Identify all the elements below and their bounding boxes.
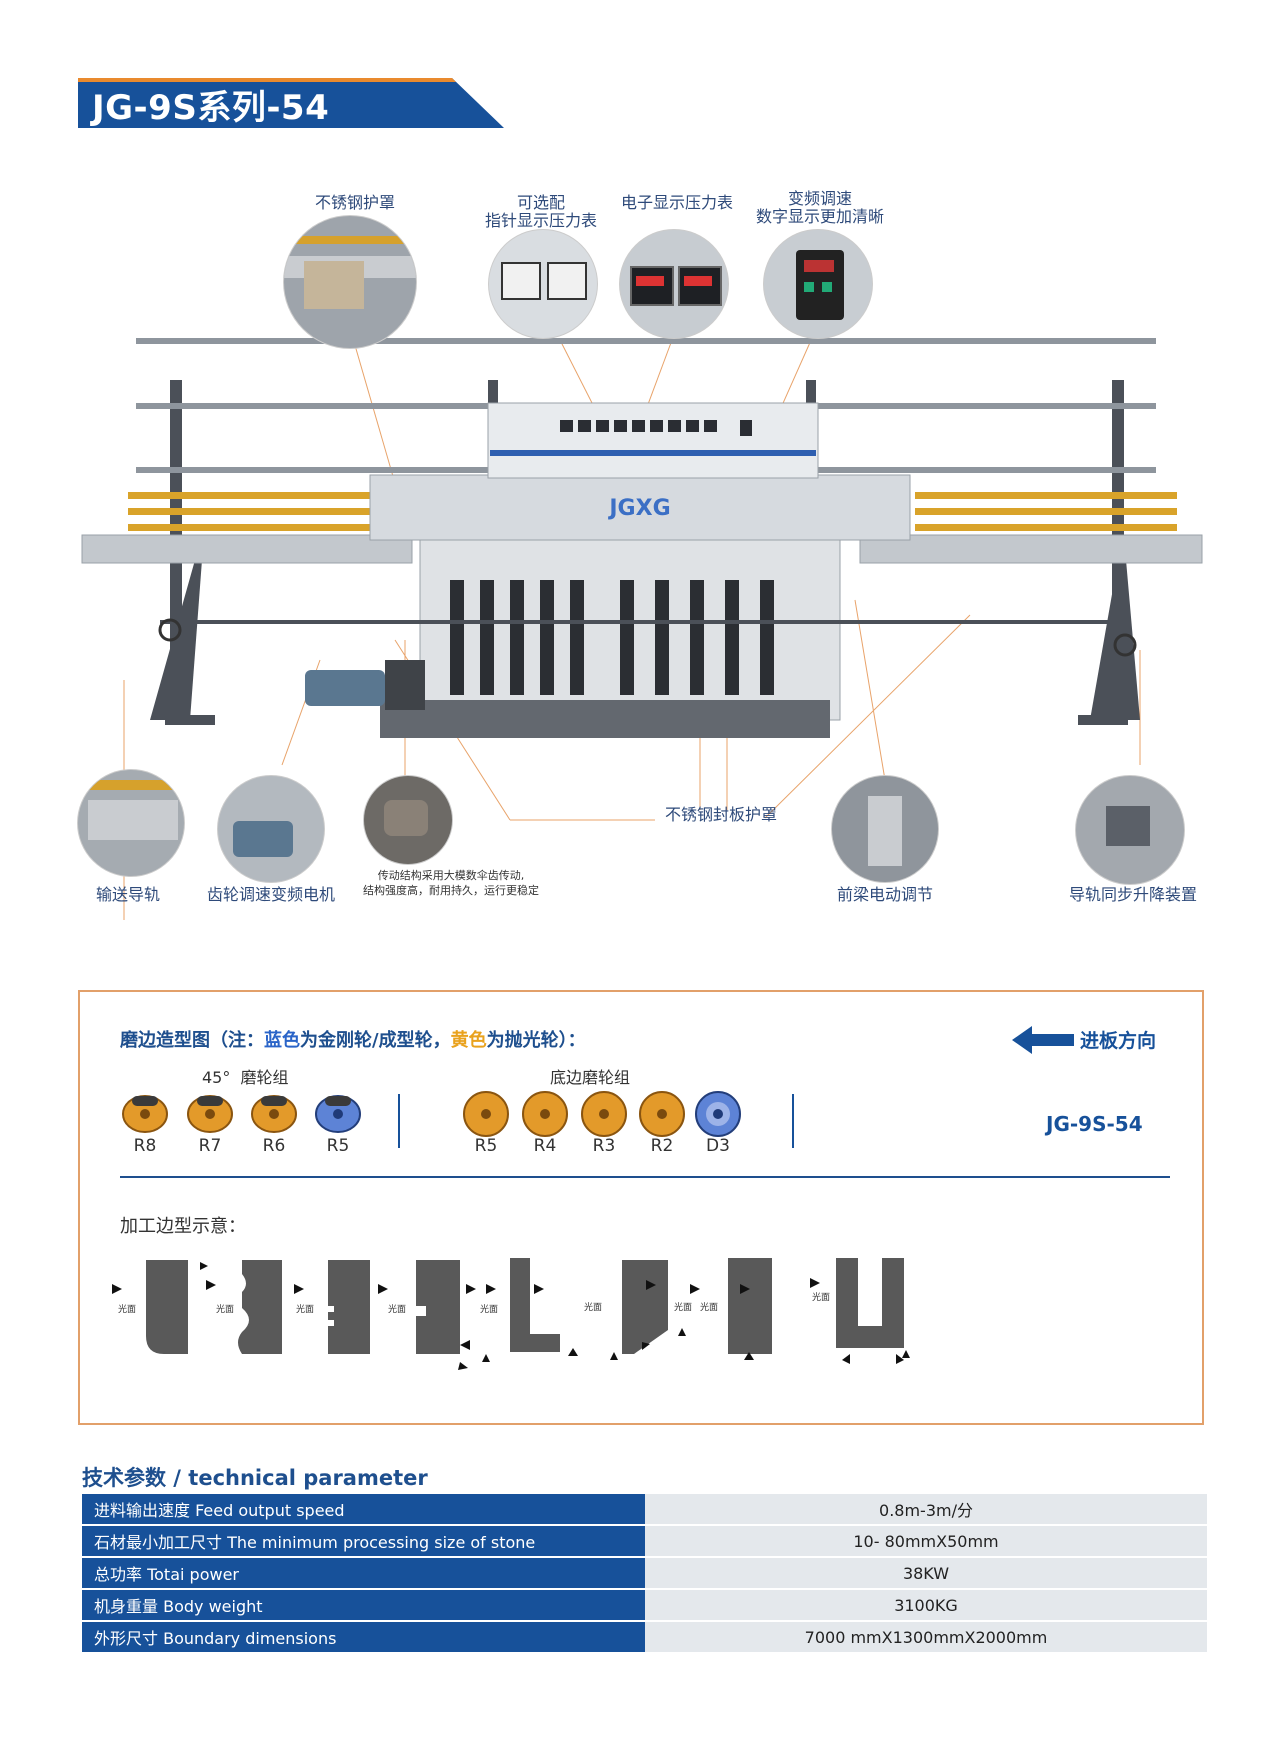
- spec-value: 3100KG: [645, 1589, 1207, 1622]
- edge-profiles: [112, 1258, 910, 1370]
- edge-label: 光面: [118, 1305, 137, 1315]
- wheel-label: R3: [592, 1136, 616, 1156]
- photo-gear-motor: [218, 776, 324, 882]
- spec-value: 0.8m-3m/分: [645, 1494, 1207, 1526]
- wheel-r4: [522, 1091, 568, 1137]
- callout-vfd-display: 变频调速 数字显示更加清晰: [755, 189, 884, 226]
- title-banner: [78, 78, 504, 128]
- photo-bevel-gear: [364, 776, 452, 864]
- edge-label: 光面: [700, 1303, 719, 1313]
- spec-title: 技术参数 / technical parameter: [82, 1466, 428, 1490]
- profile-heading: 磨边造型图（注：蓝色为金刚轮/成型轮，黄色为抛光轮）：: [120, 1030, 586, 1051]
- wheel-r2: [639, 1091, 685, 1137]
- wheel-label: D3: [706, 1136, 730, 1156]
- photo-digital-gauge: [620, 230, 728, 338]
- wheel-r5-45: [315, 1095, 361, 1133]
- group-bottom-wheels: [463, 1091, 741, 1137]
- wheel-d3: [695, 1091, 741, 1137]
- callout-pointer-gauge: 可选配 指针显示压力表: [484, 193, 597, 230]
- spec-value: 7000 mmX1300mmX2000mm: [645, 1621, 1207, 1654]
- wheel-label: R2: [650, 1136, 674, 1156]
- spec-key: 进料输出速度 Feed output speed: [82, 1494, 645, 1526]
- spec-key: 石材最小加工尺寸 The minimum processing size of …: [82, 1525, 645, 1558]
- spec-key: 机身重量 Body weight: [82, 1589, 645, 1622]
- profile-u-channel: [836, 1258, 904, 1348]
- callout-bevel-gear: 传动结构采用大模数伞齿传动, 结构强度高，耐用持久，运行更稳定: [363, 869, 539, 897]
- divider: [398, 1094, 400, 1148]
- photo-beam-adjust: [832, 776, 938, 882]
- spec-value: 38KW: [645, 1557, 1207, 1590]
- spec-value: 10- 80mmX50mm: [645, 1525, 1207, 1558]
- section-divider: [120, 1176, 1170, 1178]
- callout-gear-motor: 齿轮调速变频电机: [206, 885, 335, 904]
- wheel-label: R8: [133, 1136, 157, 1156]
- wheel-label: R5: [474, 1136, 498, 1156]
- profile-bevel: [622, 1260, 668, 1354]
- callout-digital-gauge: 电子显示压力表: [620, 193, 733, 212]
- photo-conveyor-rail: [78, 770, 184, 876]
- wheel-r6: [251, 1095, 297, 1133]
- group45-wheels: [122, 1095, 361, 1133]
- machine-illustration: JGXG: [81, 319, 1203, 920]
- wheel-label: R4: [533, 1136, 557, 1156]
- model-label: JG-9S-54: [1046, 1112, 1143, 1136]
- wheel-r5: [463, 1091, 509, 1137]
- profile-ogee: [238, 1260, 282, 1354]
- feed-direction-label: 进板方向: [1080, 1030, 1157, 1052]
- edge-label: 光面: [812, 1293, 831, 1303]
- wheel-label: R6: [262, 1136, 286, 1156]
- divider: [792, 1094, 794, 1148]
- profile-section: [78, 990, 1204, 1425]
- photo-pointer-gauge: [489, 230, 597, 338]
- callout-beam-adjust: 前梁电动调节: [836, 885, 933, 904]
- edge-profiles-title: 加工边型示意：: [120, 1216, 246, 1237]
- callout-stainless-panel: 不锈钢封板护罩: [664, 805, 777, 824]
- edge-label: 光面: [584, 1303, 603, 1313]
- edge-label: 光面: [480, 1305, 499, 1315]
- spec-key: 外形尺寸 Boundary dimensions: [82, 1621, 645, 1654]
- edge-label: 光面: [216, 1305, 235, 1315]
- edge-label: 光面: [674, 1303, 693, 1313]
- spec-key: 总功率 Totai power: [82, 1557, 645, 1590]
- callout-conveyor-rail: 输送导轨: [95, 885, 160, 904]
- group45-title: 45° 磨轮组: [202, 1068, 289, 1087]
- profile-flat: [728, 1258, 772, 1354]
- edge-label: 光面: [388, 1305, 407, 1315]
- profile-grooved: [328, 1260, 370, 1354]
- machine-brand-logo: JGXG: [607, 496, 670, 521]
- wheel-label: R5: [326, 1136, 350, 1156]
- profile-half-bullnose: [146, 1260, 188, 1354]
- photo-rail-lift: [1076, 776, 1184, 884]
- group-bottom-title: 底边磨轮组: [550, 1068, 631, 1087]
- table-row: 石材最小加工尺寸 The minimum processing size of …: [82, 1525, 1207, 1558]
- profile-stepped: [416, 1260, 460, 1354]
- wheel-r7: [187, 1095, 233, 1133]
- wheel-r8: [122, 1095, 168, 1133]
- profile-l-shape: [510, 1258, 560, 1352]
- callout-rail-lift: 导轨同步升降装置: [1068, 885, 1197, 904]
- photo-stainless-cover: [284, 216, 416, 348]
- arrow-left-icon: [1012, 1026, 1074, 1054]
- wheel-label: R7: [198, 1136, 222, 1156]
- page-title: JG-9S系列-54: [92, 88, 330, 128]
- photo-vfd-display: [764, 230, 872, 338]
- edge-label: 光面: [296, 1305, 315, 1315]
- callout-stainless-cover: 不锈钢护罩: [314, 193, 395, 212]
- wheel-r3: [581, 1091, 627, 1137]
